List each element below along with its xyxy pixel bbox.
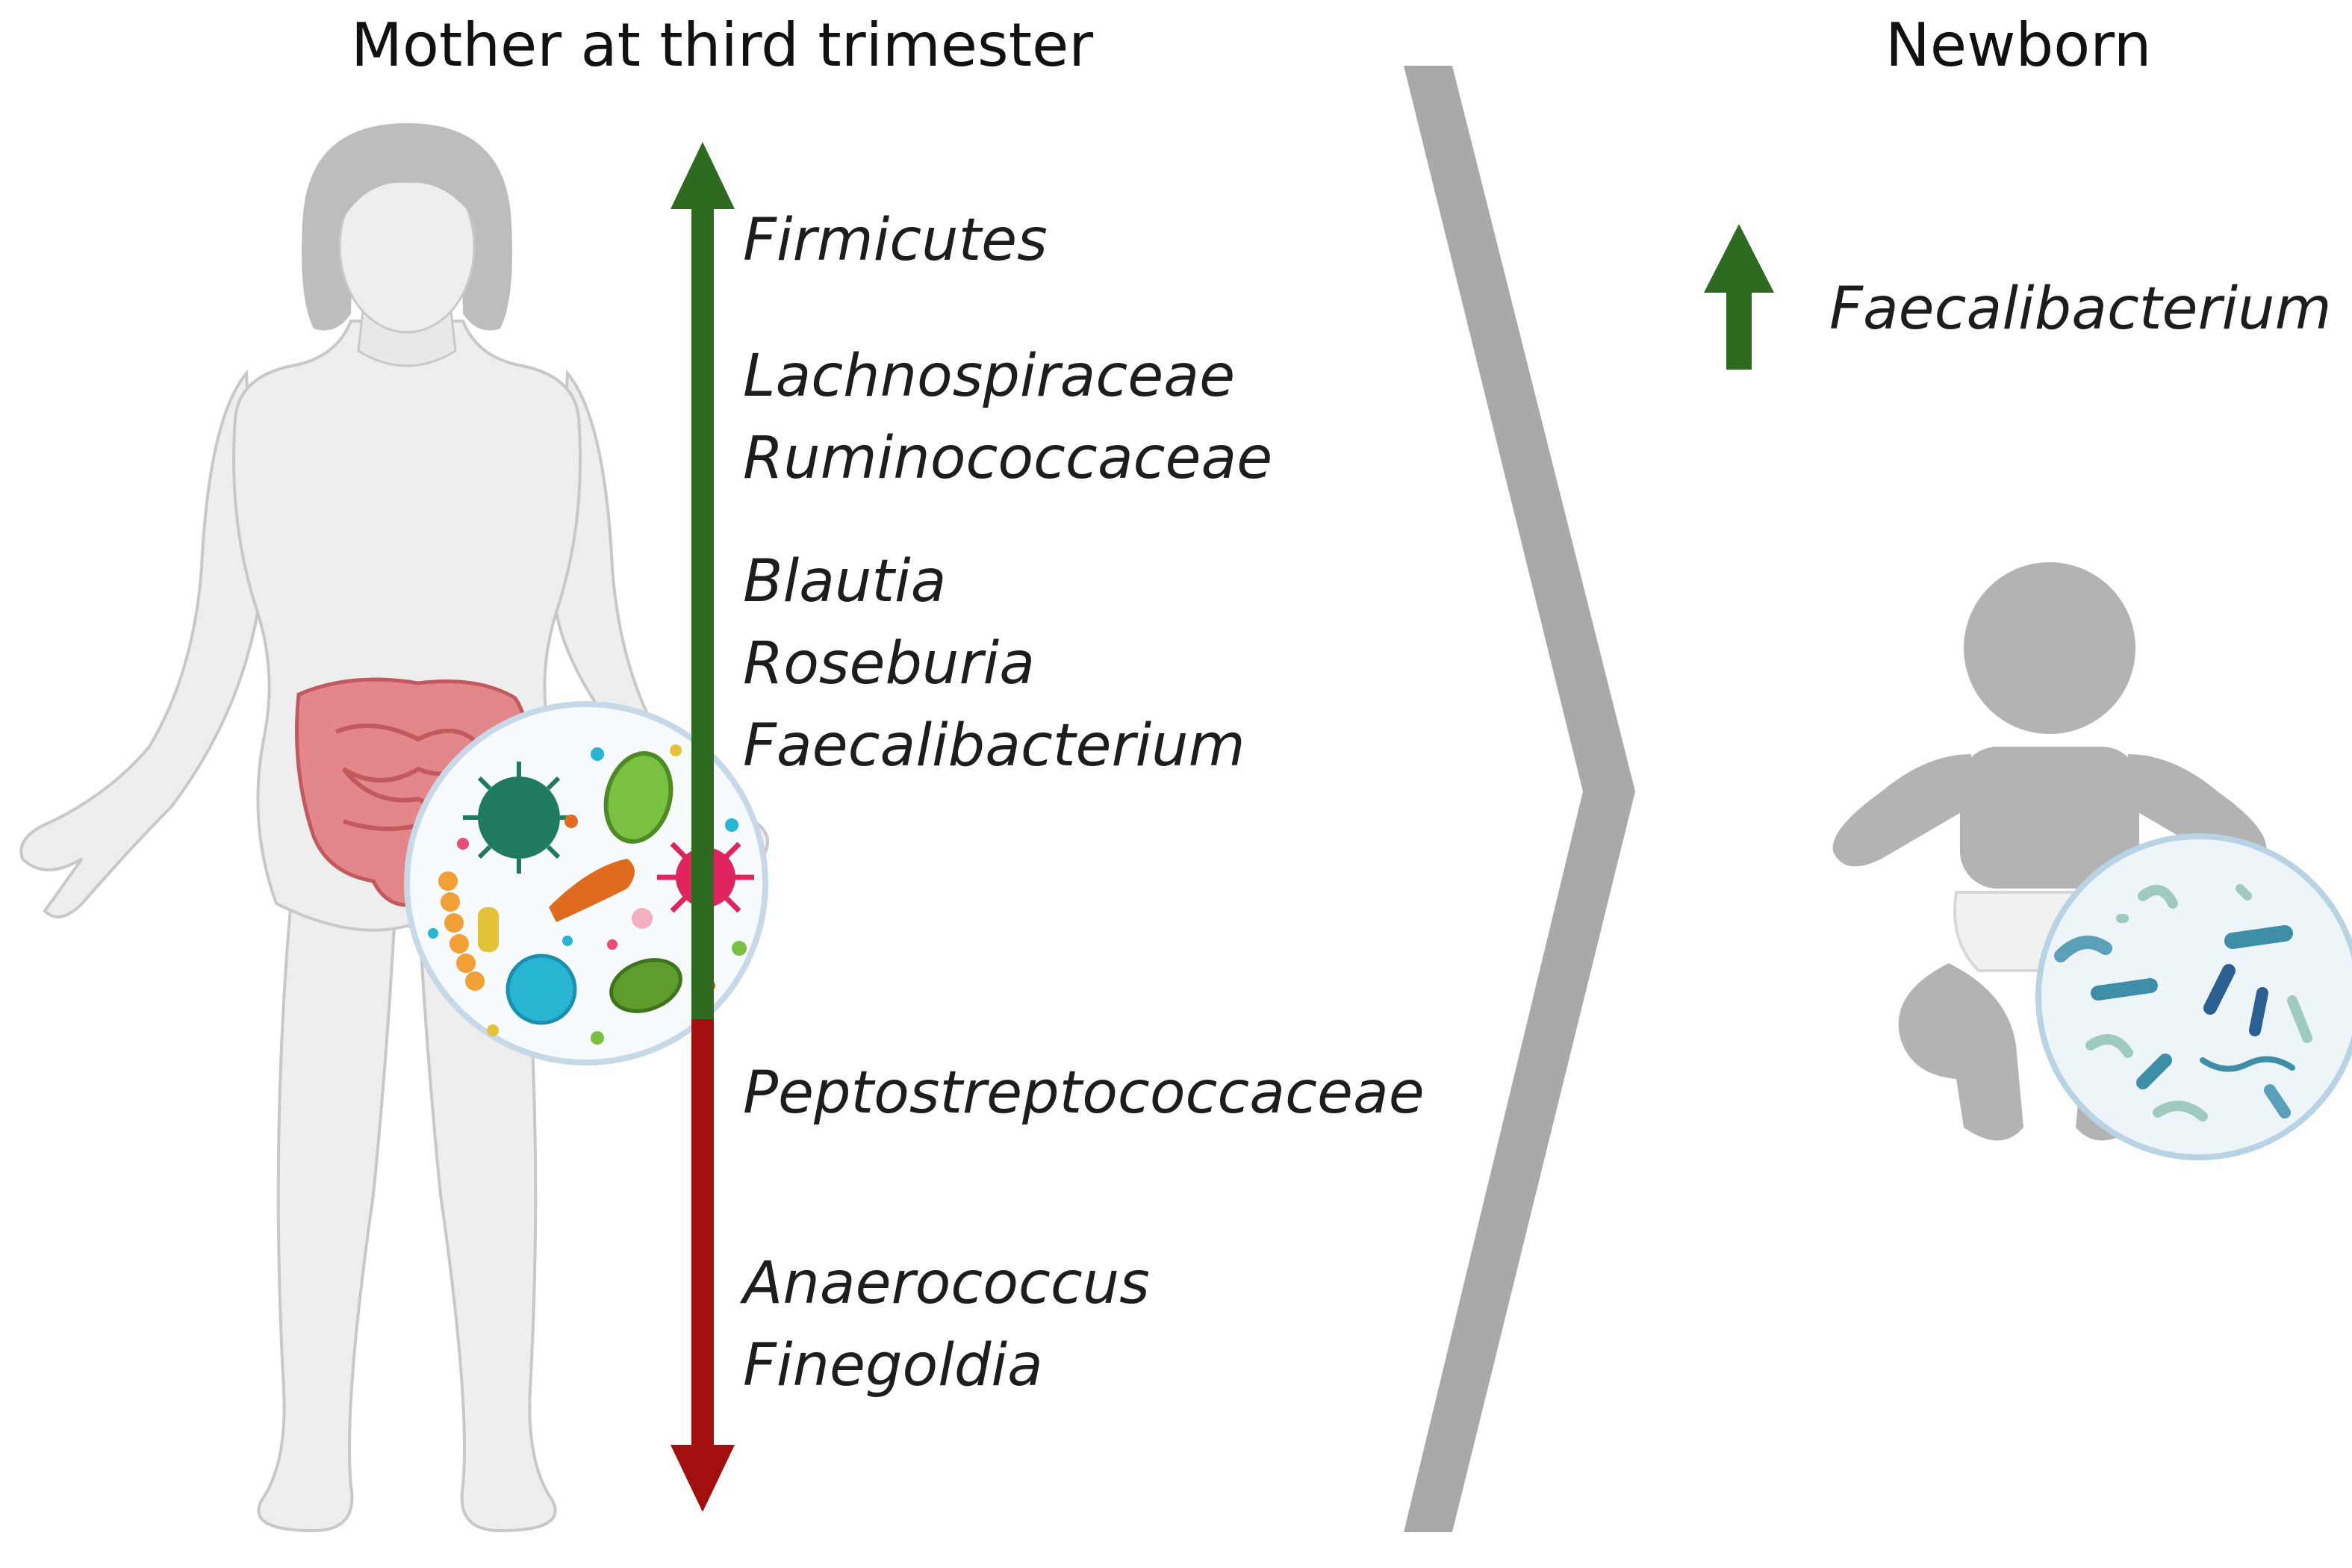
taxon-increased-faecalibacterium: Faecalibacterium (743, 712, 1245, 780)
taxon-increased-firmicutes: Firmicutes (743, 207, 1048, 274)
increase-arrow (671, 142, 735, 1019)
maternal-microbiome-illustration (404, 701, 768, 1065)
microbe-virus-teal (478, 777, 560, 859)
newborn-increase-arrow (1704, 224, 1774, 370)
taxon-decreased-finegoldia: Finegoldia (743, 1332, 1043, 1399)
mother-leg-left (257, 856, 398, 1533)
baby-arms (1832, 754, 2267, 867)
microbe-virus-cyan (505, 953, 577, 1025)
newborn-heading: Newborn (1885, 10, 2152, 80)
taxon-increased-roseburia: Roseburia (743, 630, 1036, 697)
newborn-microbiome-illustration (2035, 833, 2352, 1160)
baby-leg-left (1898, 963, 2023, 1141)
taxon-newborn-increased-faecalibacterium: Faecalibacterium (1829, 276, 2332, 343)
baby-torso (1960, 747, 2139, 889)
microbe-bacterium-olive (609, 958, 682, 1013)
taxon-increased-lachnospiraceae: Lachnospiraceae (743, 343, 1236, 410)
microbe-chain-orange (438, 871, 485, 991)
divider-chevron (1404, 66, 1635, 1532)
decrease-arrow (671, 1019, 735, 1512)
mother-heading: Mother at third trimester (351, 10, 1094, 80)
taxon-increased-ruminococcaceae: Ruminococcaceae (743, 425, 1273, 492)
microbe-rod-orange (549, 859, 635, 922)
taxon-decreased-peptostreptococcaceae: Peptostreptococcaceae (743, 1060, 1425, 1127)
taxon-increased-blautia: Blautia (743, 548, 947, 615)
baby-head (1964, 562, 2135, 734)
microbe-rod-yellow (478, 907, 499, 952)
mother-arm-left (19, 369, 260, 918)
microbe-bacterium-green (603, 751, 673, 844)
taxon-decreased-anaerococcus: Anaerococcus (743, 1250, 1150, 1317)
mother-fringe (340, 146, 478, 224)
